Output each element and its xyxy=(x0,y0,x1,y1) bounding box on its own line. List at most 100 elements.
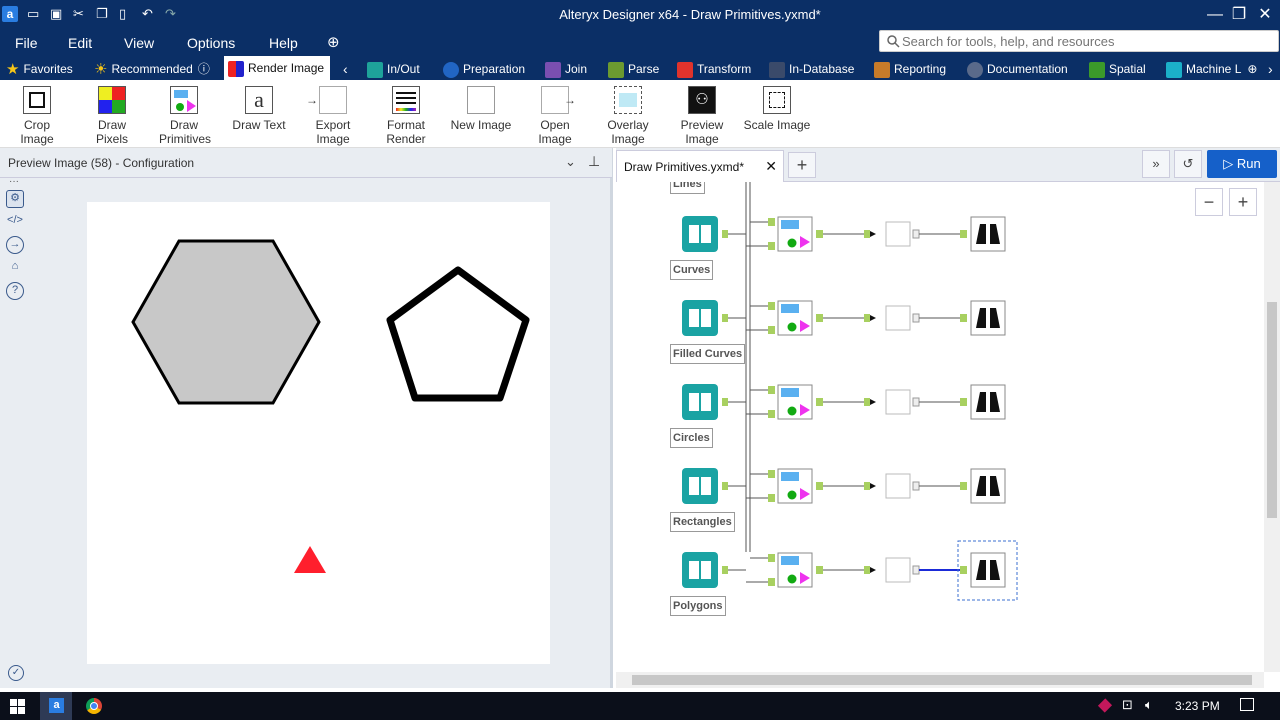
tool-export-image[interactable]: → Export Image xyxy=(298,86,368,146)
database-icon xyxy=(769,61,785,78)
menu-view[interactable]: View xyxy=(124,35,155,51)
document-tab[interactable]: Draw Primitives.yxmd* ✕ xyxy=(616,150,784,182)
xml-icon[interactable]: </> xyxy=(7,214,23,226)
reporting-icon xyxy=(874,61,890,78)
tab-parse[interactable]: Parse xyxy=(608,59,659,79)
tool-crop-image[interactable]: Crop Image xyxy=(6,86,68,146)
save-icon[interactable]: ▣ xyxy=(50,6,63,21)
search-box[interactable] xyxy=(879,30,1279,52)
zoom-out-button[interactable]: − xyxy=(1195,188,1223,216)
tool-draw-pixels[interactable]: Draw Pixels xyxy=(82,86,142,146)
node-label-rectangles[interactable]: Rectangles xyxy=(670,512,735,532)
alteryx-taskbar-icon[interactable]: a xyxy=(40,692,72,720)
tab-transform[interactable]: Transform xyxy=(677,59,751,79)
tab-render-image[interactable]: Render Image xyxy=(224,56,331,80)
tool-overlay-image-label-2: Image xyxy=(611,132,645,146)
tool-new-image[interactable]: New Image xyxy=(450,86,512,132)
tool-scale-image[interactable]: Scale Image xyxy=(743,86,811,132)
input-data-icon xyxy=(682,468,718,504)
workflow-canvas[interactable]: Lines Curves Filled Curves Circles Recta… xyxy=(616,182,1264,672)
scroll-right-icon[interactable]: › xyxy=(1268,61,1273,77)
chrome-icon[interactable] xyxy=(86,698,102,714)
volume-icon[interactable]: 🔈︎ xyxy=(1145,697,1153,712)
image-preview xyxy=(87,202,550,664)
copy-icon[interactable]: ❐ xyxy=(96,6,108,21)
windows-start-icon[interactable] xyxy=(10,699,25,714)
tab-favorites[interactable]: ★Favorites xyxy=(6,59,73,79)
transform-icon xyxy=(677,61,693,78)
expand-button[interactable]: » xyxy=(1142,150,1170,178)
add-category-icon[interactable]: ⊕ xyxy=(1247,62,1258,76)
vertical-scrollbar[interactable] xyxy=(1264,182,1280,672)
input-anchor xyxy=(960,230,967,238)
machine-learning-icon xyxy=(1166,61,1182,78)
close-tab-icon[interactable]: ✕ xyxy=(765,158,777,174)
node-label-circles[interactable]: Circles xyxy=(670,428,713,448)
node-label-filled-curves[interactable]: Filled Curves xyxy=(670,344,746,364)
new-file-icon[interactable]: ▭ xyxy=(27,6,40,21)
add-tab-button[interactable]: + xyxy=(788,152,816,178)
image-tool xyxy=(885,221,911,247)
search-input[interactable] xyxy=(902,33,1272,49)
scroll-left-icon[interactable]: ‹ xyxy=(343,61,348,77)
tab-in-database[interactable]: In-Database xyxy=(769,59,854,79)
redo-icon[interactable]: ↷ xyxy=(165,6,176,21)
menu-edit[interactable]: Edit xyxy=(68,35,93,51)
horizontal-scroll-thumb[interactable] xyxy=(632,675,1252,685)
output-anchor xyxy=(816,230,823,238)
tab-spatial[interactable]: Spatial xyxy=(1089,59,1146,79)
menu-file[interactable]: File xyxy=(15,35,38,51)
menu-help[interactable]: Help xyxy=(269,35,298,51)
connection-icon[interactable]: → xyxy=(6,236,24,254)
more-icon[interactable]: ··· xyxy=(9,176,19,187)
help-icon[interactable]: ? xyxy=(6,282,24,300)
chevron-down-icon[interactable]: ⌄ xyxy=(565,154,576,169)
draw-primitives-icon xyxy=(170,86,198,114)
tab-reporting[interactable]: Reporting xyxy=(874,59,946,79)
pin-icon[interactable]: ⊥ xyxy=(588,153,601,169)
history-button[interactable]: ↺ xyxy=(1174,150,1202,178)
tab-join[interactable]: Join xyxy=(545,59,587,79)
undo-icon[interactable]: ↶ xyxy=(142,6,153,21)
document-tab-label: Draw Primitives.yxmd* xyxy=(624,160,745,174)
tool-draw-text[interactable]: a Draw Text xyxy=(231,86,287,132)
cut-icon[interactable]: ✂ xyxy=(73,6,84,21)
tab-machine-learning[interactable]: Machine L⊕ xyxy=(1166,59,1257,79)
tray-app-icon[interactable] xyxy=(1097,698,1113,713)
tab-preparation[interactable]: Preparation xyxy=(443,59,525,79)
horizontal-scrollbar[interactable] xyxy=(616,672,1264,688)
clock[interactable]: 3:23 PM xyxy=(1175,699,1220,713)
info-icon[interactable]: ⓘ xyxy=(197,62,210,76)
globe-icon[interactable]: ⊕ xyxy=(327,34,340,51)
run-button[interactable]: ▷ Run xyxy=(1207,150,1277,178)
menu-options[interactable]: Options xyxy=(187,35,236,51)
paste-icon[interactable]: ▯ xyxy=(119,6,127,21)
restore-icon[interactable]: ❐ xyxy=(1231,6,1247,23)
output-anchor xyxy=(816,398,823,406)
minimize-icon[interactable]: — xyxy=(1207,6,1223,23)
zoom-in-button[interactable]: + xyxy=(1229,188,1257,216)
node-label-lines[interactable]: Lines xyxy=(670,182,705,194)
notification-icon[interactable] xyxy=(1240,698,1254,711)
vertical-scroll-thumb[interactable] xyxy=(1267,302,1277,518)
tag-icon[interactable]: ⌂ xyxy=(11,260,19,272)
tool-open-image[interactable]: → Open Image xyxy=(522,86,588,146)
node-label-polygons[interactable]: Polygons xyxy=(670,596,726,616)
preview-image-tool xyxy=(970,552,1006,588)
input-anchor-p xyxy=(768,242,775,250)
binoculars-icon xyxy=(976,392,1000,412)
node-label-curves[interactable]: Curves xyxy=(670,260,714,280)
scale-icon xyxy=(763,86,791,114)
tab-documentation[interactable]: Documentation xyxy=(967,59,1068,79)
open-image-icon: → xyxy=(541,86,576,114)
network-icon[interactable]: ⊡ xyxy=(1122,697,1133,712)
settings-icon[interactable]: ⚙ xyxy=(6,190,24,208)
close-icon[interactable]: ✕ xyxy=(1258,6,1272,23)
tab-in-out[interactable]: In/Out xyxy=(367,59,420,79)
